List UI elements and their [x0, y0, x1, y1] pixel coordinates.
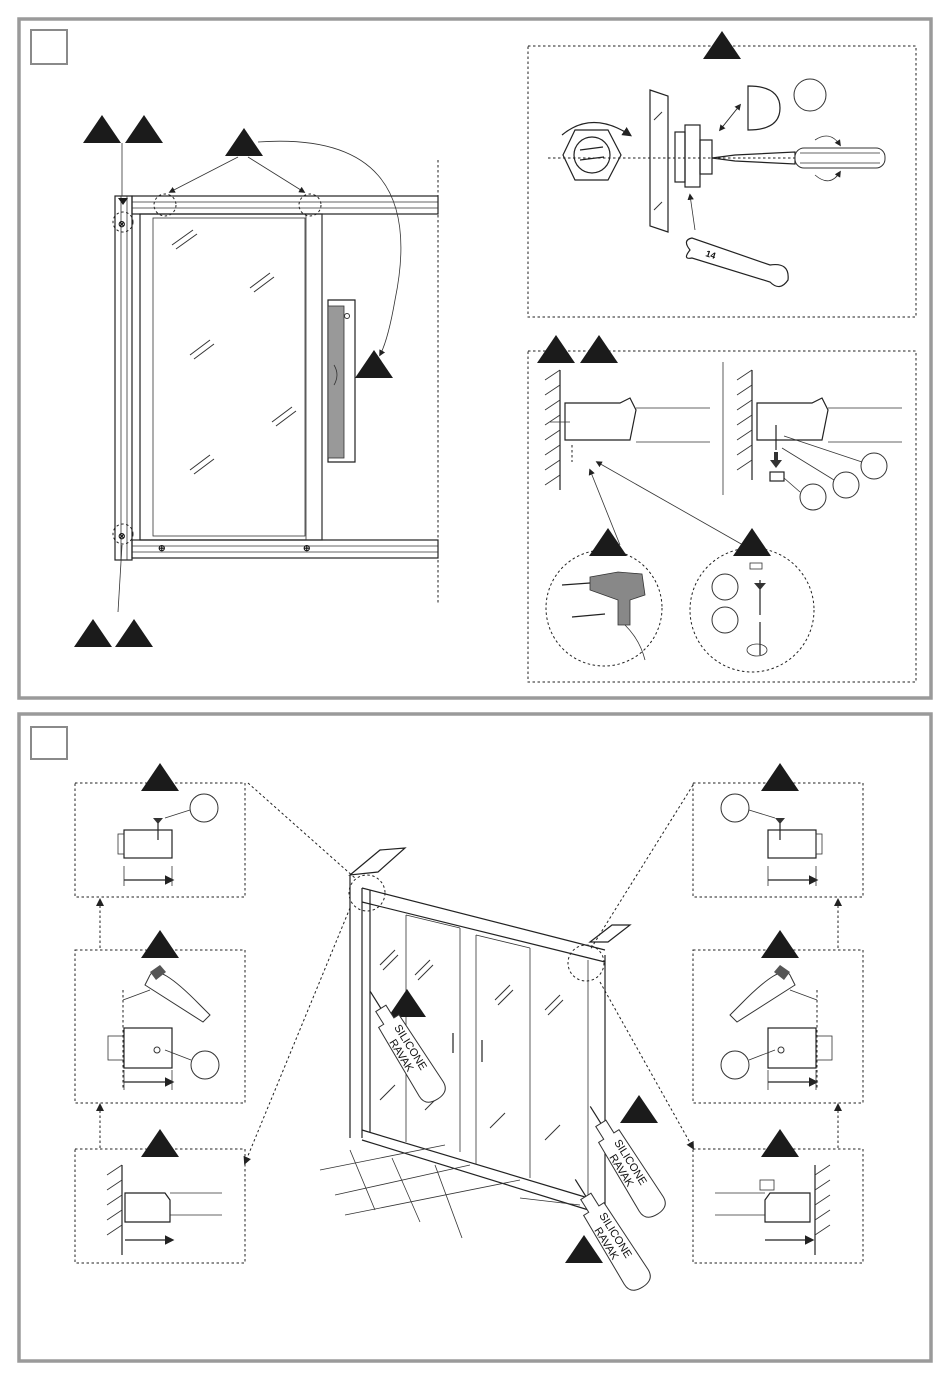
step-number-box-2 — [31, 727, 67, 759]
svg-text:⊗: ⊗ — [118, 531, 126, 541]
svg-text:⊕: ⊕ — [303, 543, 311, 553]
step-number-box-1 — [31, 30, 67, 64]
step-2-panel: SILICONE RAVAK SILICONE RAVAK SILICONE R… — [19, 714, 931, 1361]
step-1-panel: ⊗ ⊗ ⊕ ⊕ — [19, 19, 931, 698]
svg-text:⊕: ⊕ — [158, 543, 166, 553]
svg-text:⊗: ⊗ — [118, 219, 126, 229]
